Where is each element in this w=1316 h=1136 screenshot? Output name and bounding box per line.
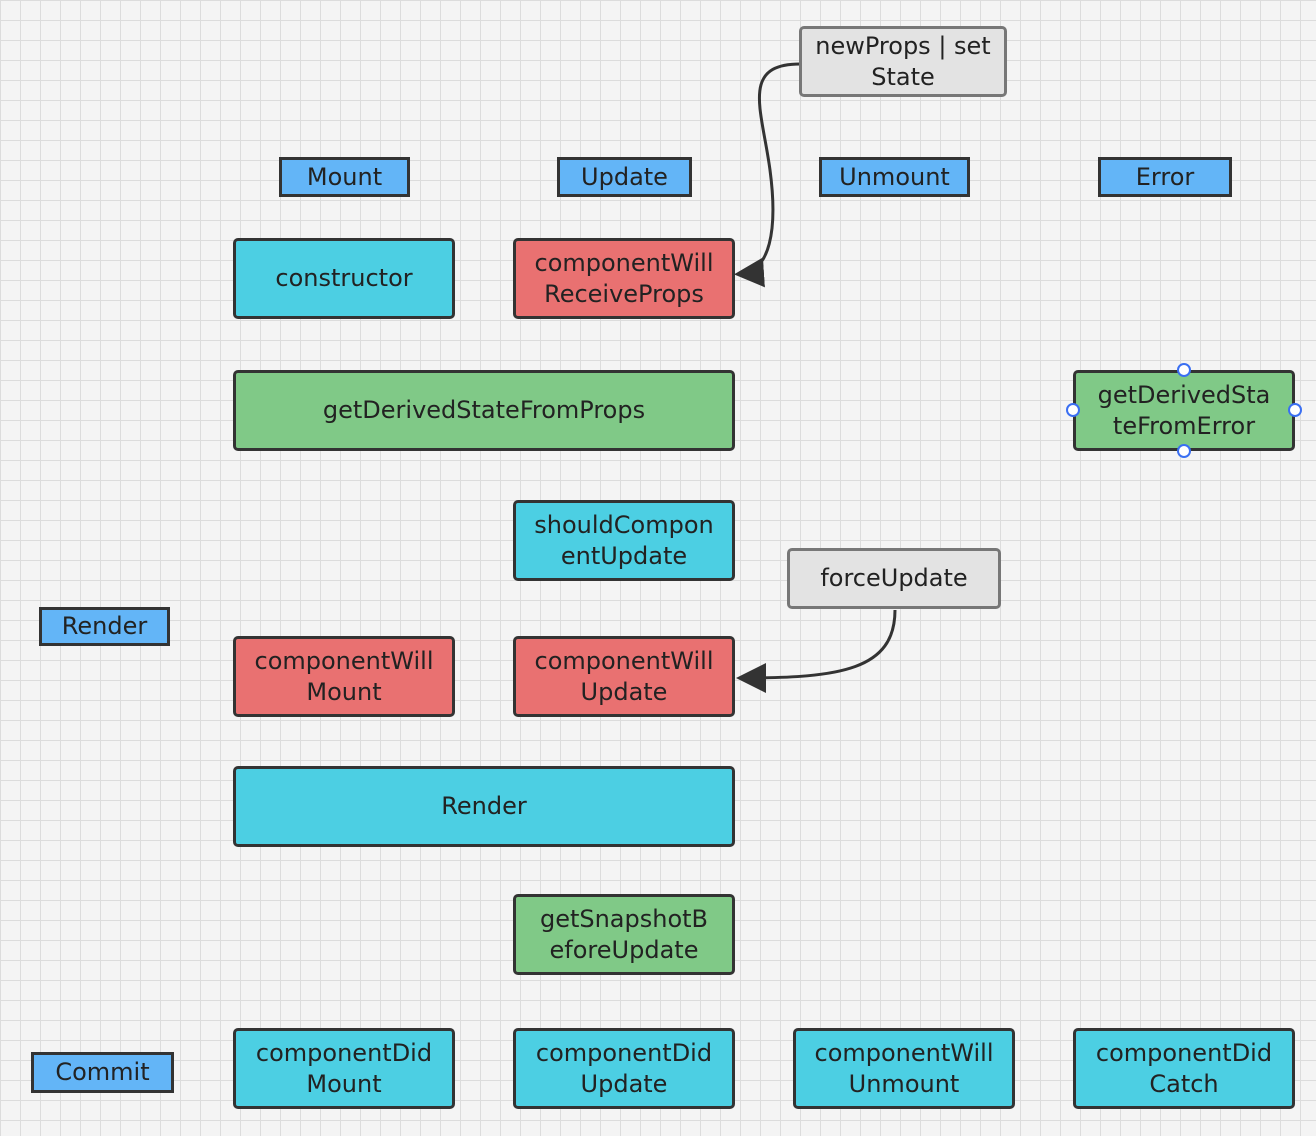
selection-handle-right[interactable]	[1288, 403, 1302, 417]
get-snapshot-before-update-text: getSnapshotB eforeUpdate	[539, 904, 709, 964]
unmount-column-label[interactable]: Unmount	[819, 157, 970, 197]
selection-handle-left[interactable]	[1066, 403, 1080, 417]
component-will-receive-props-text: componentWill ReceiveProps	[534, 248, 714, 308]
selection-handle-top[interactable]	[1177, 363, 1191, 377]
get-derived-state-from-props-node[interactable]: getDerivedStateFromProps	[233, 370, 735, 451]
force-update-node[interactable]: forceUpdate	[787, 548, 1001, 609]
component-will-unmount-text: componentWill Unmount	[814, 1038, 994, 1098]
render-phase-label-text: Render	[61, 612, 148, 640]
component-did-mount-node[interactable]: componentDid Mount	[233, 1028, 455, 1109]
arrow-newprops-to-willreceiveprops[interactable]	[734, 62, 801, 288]
new-props-set-state-text: newProps | setState	[815, 31, 991, 91]
component-will-update-node[interactable]: componentWill Update	[513, 636, 735, 717]
selection-handle-bottom[interactable]	[1177, 444, 1191, 458]
component-will-mount-node[interactable]: componentWill Mount	[233, 636, 455, 717]
unmount-column-label-text: Unmount	[839, 162, 950, 191]
force-update-text: forceUpdate	[820, 564, 968, 592]
component-will-mount-text: componentWill Mount	[254, 646, 434, 706]
error-column-label[interactable]: Error	[1098, 157, 1232, 197]
should-component-update-text: shouldCompon entUpdate	[534, 510, 714, 570]
component-will-receive-props-node[interactable]: componentWill ReceiveProps	[513, 238, 735, 319]
component-will-update-text: componentWill Update	[534, 646, 714, 706]
get-derived-state-from-props-text: getDerivedStateFromProps	[322, 396, 646, 424]
render-node[interactable]: Render	[233, 766, 735, 847]
new-props-set-state-node[interactable]: newProps | setState	[799, 26, 1007, 97]
component-did-update-text: componentDid Update	[535, 1038, 713, 1098]
should-component-update-node[interactable]: shouldCompon entUpdate	[513, 500, 735, 581]
component-did-catch-text: componentDid Catch	[1095, 1038, 1273, 1098]
component-did-mount-text: componentDid Mount	[255, 1038, 433, 1098]
update-column-label[interactable]: Update	[557, 157, 692, 197]
commit-phase-label-text: Commit	[55, 1058, 150, 1086]
arrow-forceupdate-to-willupdate[interactable]	[736, 609, 897, 693]
mount-column-label[interactable]: Mount	[279, 157, 410, 197]
get-derived-state-from-error-text: getDerivedSta teFromError	[1097, 380, 1271, 440]
update-column-label-text: Update	[581, 162, 668, 191]
commit-phase-label[interactable]: Commit	[31, 1052, 174, 1093]
render-phase-label[interactable]: Render	[39, 607, 170, 646]
component-did-catch-node[interactable]: componentDid Catch	[1073, 1028, 1295, 1109]
get-snapshot-before-update-node[interactable]: getSnapshotB eforeUpdate	[513, 894, 735, 975]
component-will-unmount-node[interactable]: componentWill Unmount	[793, 1028, 1015, 1109]
constructor-node[interactable]: constructor	[233, 238, 455, 319]
get-derived-state-from-error-node[interactable]: getDerivedSta teFromError	[1073, 370, 1295, 451]
error-column-label-text: Error	[1135, 162, 1195, 191]
component-did-update-node[interactable]: componentDid Update	[513, 1028, 735, 1109]
mount-column-label-text: Mount	[306, 162, 383, 191]
constructor-text: constructor	[275, 264, 413, 292]
render-text: Render	[441, 792, 527, 820]
